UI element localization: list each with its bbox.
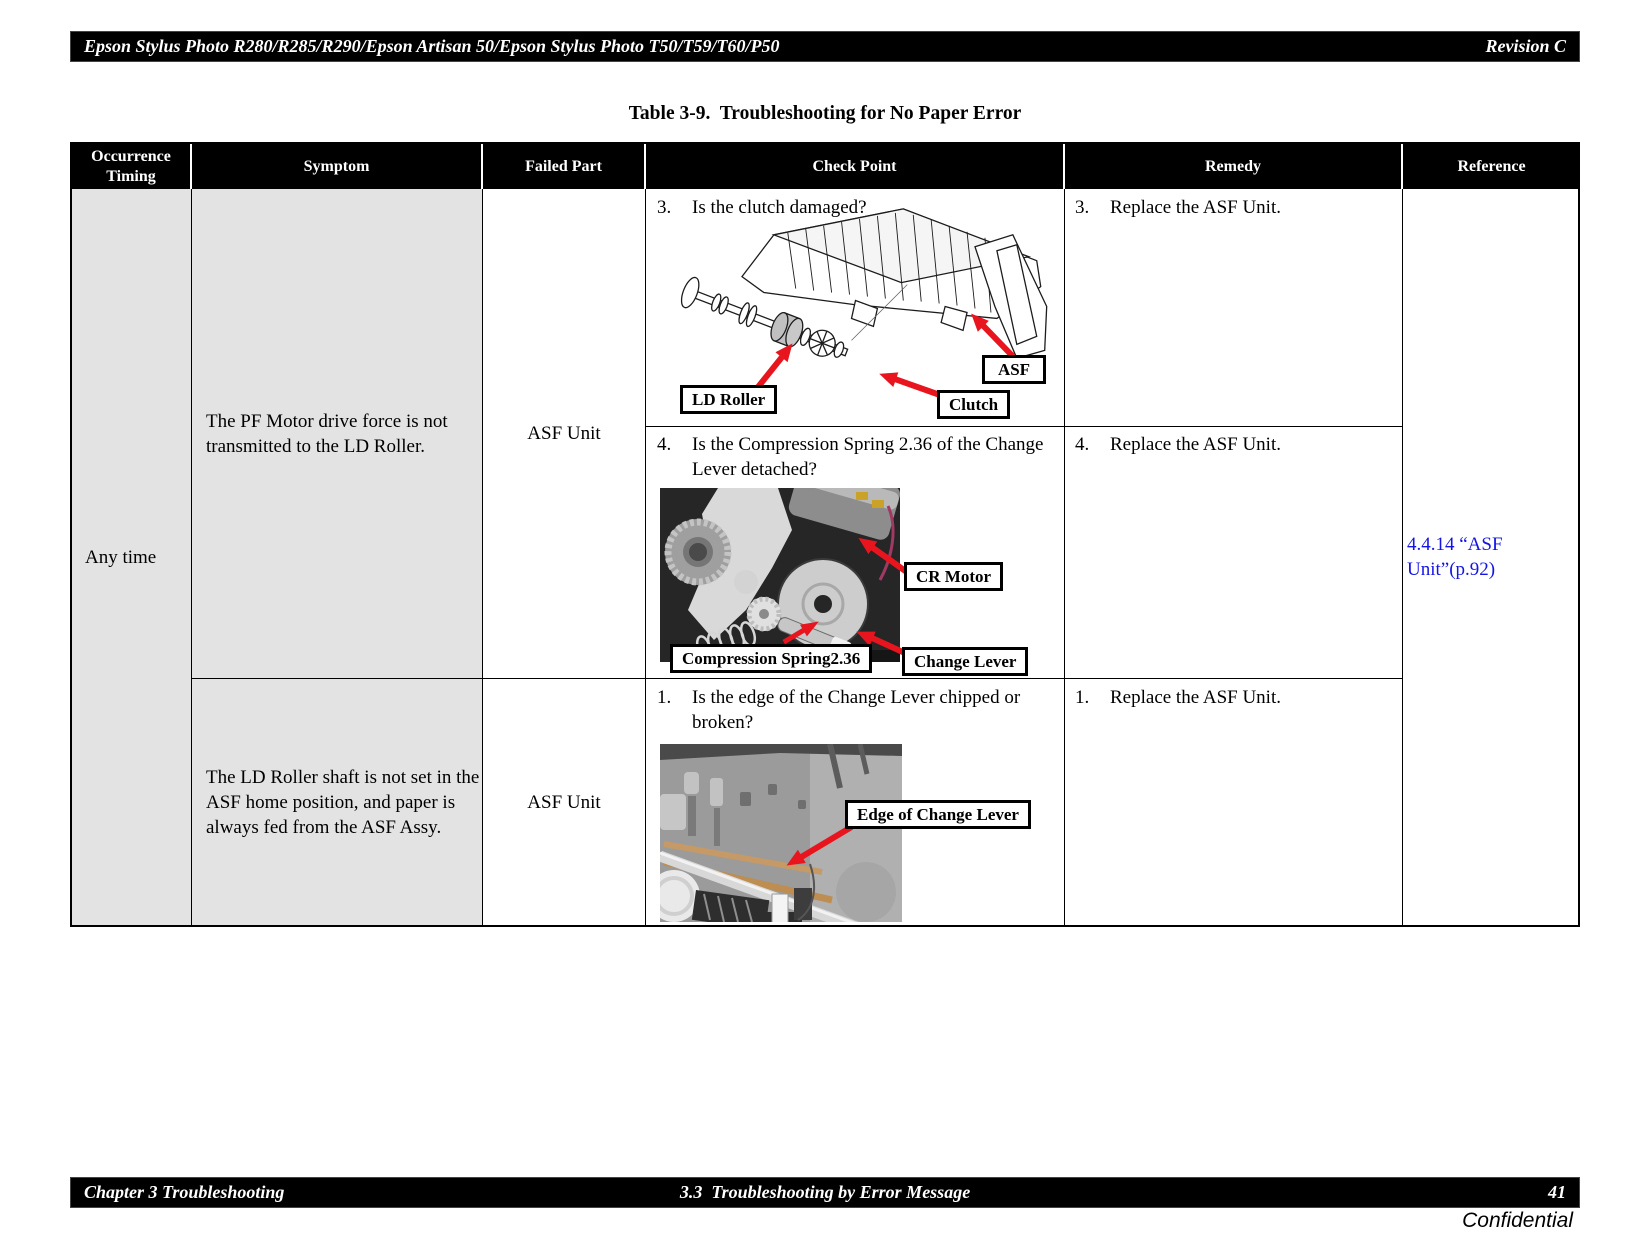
callout-change-lever: Change Lever [902, 647, 1029, 676]
remedy-number: 1. [1075, 687, 1090, 708]
asf-chassis-art [741, 208, 1048, 360]
cell-remedy-1: 1. Replace the ASF Unit. [1065, 679, 1403, 925]
reference-link[interactable]: 4.4.14 “ASF Unit”(p.92) [1407, 534, 1503, 580]
check-number: 1. [657, 687, 672, 708]
cell-failed-part-1: ASF Unit [483, 189, 646, 679]
page-footer-bar: 3.3 Troubleshooting by Error Message Cha… [70, 1177, 1580, 1208]
table-title: Table 3-9. Troubleshooting for No Paper … [628, 103, 1022, 124]
footer-chapter: Chapter 3 Troubleshooting [84, 1182, 285, 1202]
remedy-text: Replace the ASF Unit. [1110, 197, 1281, 218]
callout-compression-spring: Compression Spring2.36 [670, 644, 873, 673]
ld-roller-art [680, 276, 849, 358]
remedy-text: Replace the ASF Unit. [1110, 434, 1281, 455]
remedy-number: 3. [1075, 197, 1090, 218]
footer-section: 3.3 Troubleshooting by Error Message [679, 1182, 971, 1202]
col-header-failed-part: Failed Part [483, 144, 646, 189]
callout-clutch: Clutch [937, 390, 1011, 419]
cell-check-point-4: 4. Is the Compression Spring 2.36 of the… [646, 427, 1065, 679]
page-header-bar: Epson Stylus Photo R280/R285/R290/Epson … [70, 31, 1580, 62]
callout-edge-of-change-lever: Edge of Change Lever [845, 800, 1031, 829]
cell-remedy-3: 3. Replace the ASF Unit. [1065, 189, 1403, 427]
cell-symptom-1: The PF Motor drive force is not transmit… [192, 189, 483, 679]
check-number: 4. [657, 434, 672, 455]
col-header-reference: Reference [1403, 144, 1580, 189]
footer-page-number: 41 [1548, 1182, 1566, 1202]
callout-asf: ASF [982, 355, 1046, 384]
cell-symptom-2: The LD Roller shaft is not set in the AS… [192, 679, 483, 925]
header-product-title: Epson Stylus Photo R280/R285/R290/Epson … [84, 36, 780, 56]
check-question: Is the clutch damaged? [692, 197, 867, 218]
red-arrow-clutch [879, 372, 945, 399]
mechanism-photo [660, 488, 900, 662]
cell-occurrence-timing: Any time [72, 189, 192, 925]
cell-reference: 4.4.14 “ASF Unit”(p.92) [1403, 189, 1580, 925]
header-revision: Revision C [1485, 36, 1566, 56]
callout-cr-motor: CR Motor [904, 562, 1004, 591]
remedy-number: 4. [1075, 434, 1090, 455]
red-arrow-asf [971, 313, 1015, 359]
remedy-text: Replace the ASF Unit. [1110, 687, 1281, 708]
cell-check-point-1: 1. Is the edge of the Change Lever chipp… [646, 679, 1065, 925]
col-header-occurrence-timing: Occurrence Timing [72, 144, 192, 189]
confidential-label: Confidential [1462, 1209, 1573, 1232]
col-header-check-point: Check Point [646, 144, 1065, 189]
check-question: Is the edge of the Change Lever chipped … [692, 687, 1021, 733]
check-number: 3. [657, 197, 672, 218]
col-header-remedy: Remedy [1065, 144, 1403, 189]
cell-check-point-3: 3. Is the clutch damaged? [646, 189, 1065, 427]
printer-interior-photo [660, 744, 902, 922]
cell-failed-part-2: ASF Unit [483, 679, 646, 925]
check-question: Is the Compression Spring 2.36 of the Ch… [692, 434, 1044, 480]
callout-ld-roller: LD Roller [680, 385, 778, 414]
cell-remedy-4: 4. Replace the ASF Unit. [1065, 427, 1403, 679]
troubleshooting-table: Occurrence Timing Symptom Failed Part Ch… [70, 142, 1580, 927]
col-header-symptom: Symptom [192, 144, 483, 189]
